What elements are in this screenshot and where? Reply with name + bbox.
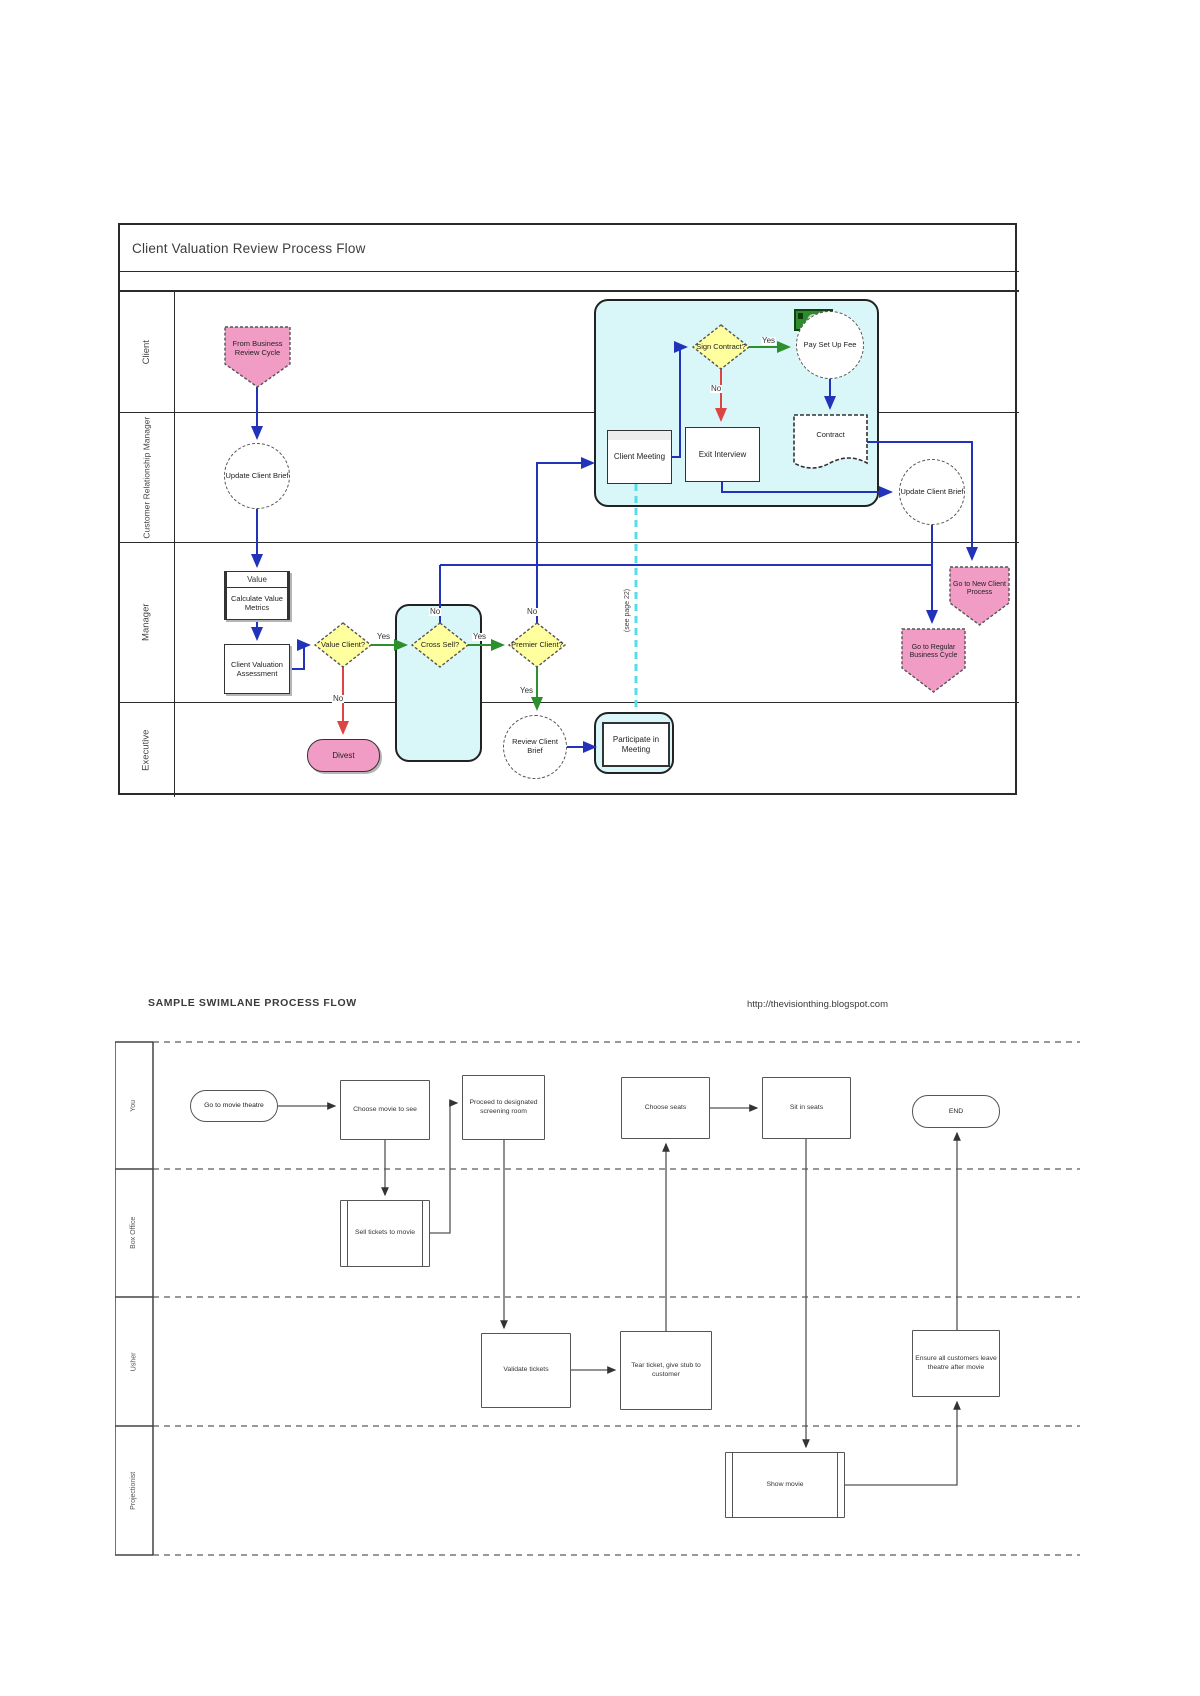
- diagram1-title: Client Valuation Review Process Flow: [120, 225, 1019, 272]
- edge-label-no-premier: No: [526, 607, 539, 616]
- client-meeting: Client Meeting: [607, 430, 672, 484]
- sign-contract-diamond: [691, 324, 751, 370]
- lane-client: Client: [120, 291, 1019, 412]
- sell-tickets: Sell tickets to movie: [340, 1200, 430, 1267]
- lane-crm-label-cell: Customer Relationship Manager: [120, 413, 175, 542]
- lane-executive-label-cell: Executive: [120, 703, 175, 797]
- lane-usher-label: Usher: [130, 1352, 138, 1371]
- lane-executive: Executive: [120, 702, 1019, 797]
- value-header: Value: [227, 572, 287, 588]
- diagram2-title: SAMPLE SWIMLANE PROCESS FLOW: [148, 997, 357, 1009]
- value-metrics-box: Value Calculate Value Metrics: [224, 571, 290, 620]
- client-valuation-assessment: Client Valuation Assessment: [224, 644, 290, 694]
- diagram2-url: http://thevisionthing.blogspot.com: [747, 999, 889, 1010]
- lane-manager: Manager: [120, 542, 1019, 702]
- validate-tickets: Validate tickets: [481, 1333, 571, 1408]
- edge-label-no-sign: No: [710, 384, 723, 393]
- edge-label-yes-premier: Yes: [519, 686, 535, 695]
- calculate-value-metrics: Calculate Value Metrics: [231, 593, 283, 612]
- choose-movie: Choose movie to see: [340, 1080, 430, 1140]
- goto-new-client-pentagon: [949, 566, 1010, 626]
- diagram2-connector-layer: [115, 1041, 1080, 1556]
- edge-label-yes-value: Yes: [376, 632, 392, 641]
- money-icon: [794, 309, 833, 331]
- lane-usher-cell: Usher: [115, 1297, 153, 1426]
- edge-label-no-cross: No: [429, 607, 442, 616]
- diagram1-subband: [120, 272, 1019, 291]
- sample-swimlane-diagram: SAMPLE SWIMLANE PROCESS FLOW http://thev…: [115, 995, 1090, 1565]
- ensure-leave: Ensure all customers leave theatre after…: [912, 1330, 1000, 1397]
- diagram1-connector-layer: [224, 309, 1010, 753]
- edge-label-no-value: No: [332, 694, 345, 703]
- tear-ticket: Tear ticket, give stub to customer: [620, 1331, 712, 1410]
- premier-client-diamond: [507, 622, 567, 668]
- value-client-diamond: [313, 622, 373, 668]
- meeting-link-annotation-wrap: (see page 22): [598, 580, 658, 640]
- lane-boxoffice-cell: Box Office: [115, 1169, 153, 1297]
- contract-document-shape: [793, 414, 868, 469]
- lane-projectionist-label: Projectionist: [130, 1471, 138, 1510]
- sit-in-seats: Sit in seats: [762, 1077, 851, 1139]
- cross-sell-diamond: [410, 622, 470, 668]
- exit-interview: Exit Interview: [685, 427, 760, 482]
- choose-seats: Choose seats: [621, 1077, 710, 1139]
- lane-client-label-cell: Client: [120, 292, 175, 412]
- participate-in-meeting: Participate in Meeting: [602, 722, 670, 767]
- lane-boxoffice-label: Box Office: [130, 1216, 138, 1250]
- goto-regular-pentagon: [901, 628, 966, 693]
- edge-label-yes-cross: Yes: [472, 632, 488, 641]
- proceed-screening-room: Proceed to designated screening room: [462, 1075, 545, 1140]
- edge-label-yes-sign: Yes: [761, 336, 777, 345]
- from-business-pentagon: [224, 326, 291, 388]
- lane-you-cell: You: [115, 1042, 153, 1169]
- lane-crm: Customer Relationship Manager: [120, 412, 1019, 542]
- lane-you-label: You: [130, 1099, 138, 1112]
- lane-manager-label-cell: Manager: [120, 543, 175, 702]
- cross-sell-group-container: [395, 604, 482, 762]
- show-movie: Show movie: [725, 1452, 845, 1518]
- meeting-link-annotation: (see page 22): [624, 588, 632, 632]
- client-valuation-diagram: Client Valuation Review Process Flow Cli…: [118, 223, 1019, 797]
- lane-projectionist-cell: Projectionist: [115, 1426, 153, 1555]
